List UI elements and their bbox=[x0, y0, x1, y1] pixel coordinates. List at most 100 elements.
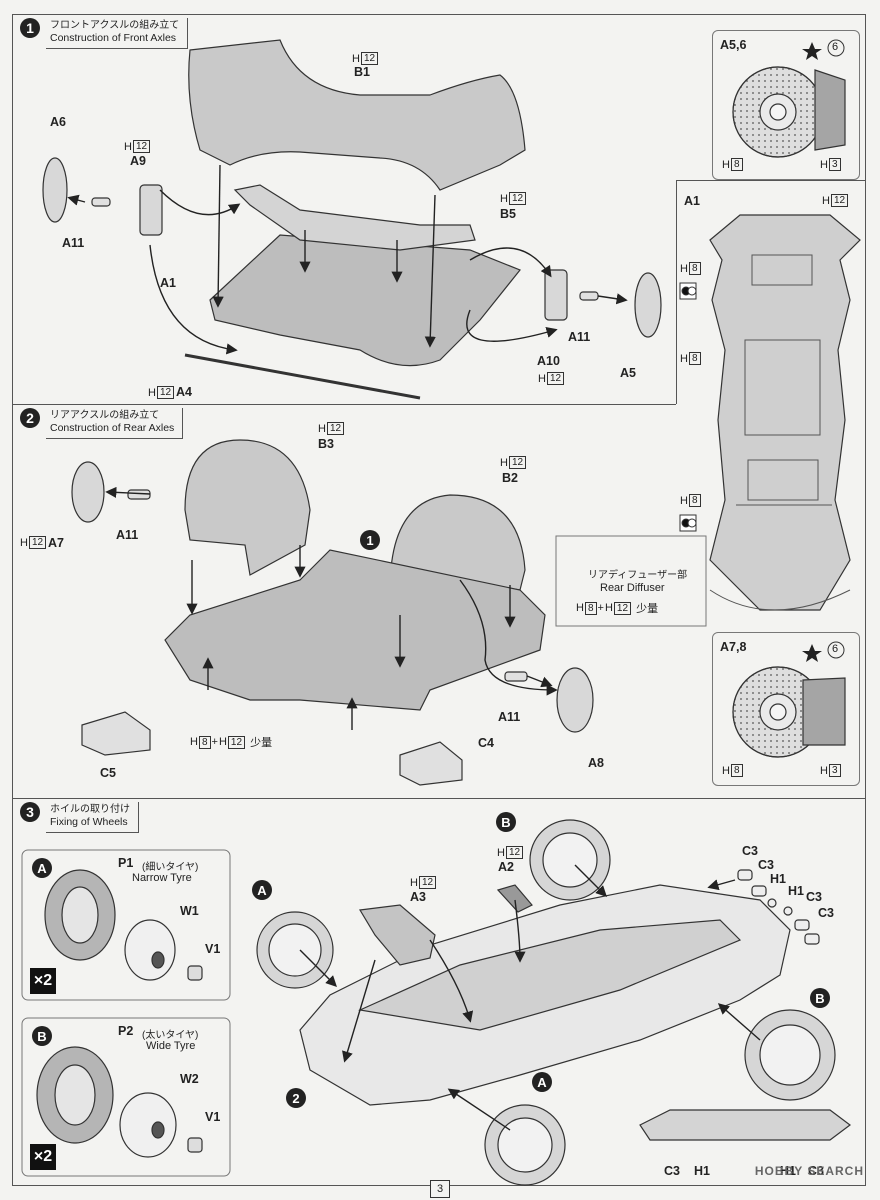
step-1-header: 1 フロントアクスルの組み立て Construction of Front Ax… bbox=[20, 18, 189, 49]
marker-b-rear-right: B bbox=[810, 988, 830, 1008]
a7-disc bbox=[71, 461, 105, 523]
label-a11-rear-left: A11 bbox=[116, 528, 139, 542]
h-letter: H bbox=[124, 140, 132, 153]
label-w1: W1 bbox=[180, 904, 199, 918]
rear-diffuser-part bbox=[639, 1109, 851, 1141]
h8-box: 8 bbox=[688, 352, 701, 365]
star6-a56: 6 bbox=[832, 41, 839, 53]
watermark: HOBBY SEARCH bbox=[754, 1164, 864, 1178]
narrow-tyre-jp: (細いタイヤ) bbox=[142, 862, 199, 873]
h-letter: H bbox=[500, 192, 508, 205]
marker-b-panel: B bbox=[32, 1026, 52, 1046]
plus-sign: + bbox=[597, 602, 604, 614]
h12-box: 12 bbox=[156, 386, 175, 399]
h-letter: H bbox=[410, 876, 418, 889]
marker-a-front-bottom: A bbox=[532, 1072, 552, 1092]
h-letter: H bbox=[822, 194, 830, 207]
b1-cover bbox=[188, 39, 526, 191]
label-w2: W2 bbox=[180, 1072, 199, 1086]
divider-step1-step2 bbox=[12, 404, 676, 405]
step-1-title: フロントアクスルの組み立て Construction of Front Axle… bbox=[46, 18, 189, 49]
label-a11-front-left: A11 bbox=[62, 236, 85, 250]
label-c3-bottom-left: C3 bbox=[664, 1164, 680, 1178]
inset-a78 bbox=[712, 632, 860, 786]
diffuser-label-en: Rear Diffuser bbox=[600, 582, 665, 594]
a10-upright bbox=[544, 269, 568, 321]
divider-step2-step3 bbox=[12, 798, 866, 799]
h-letter: H bbox=[318, 422, 326, 435]
narrow-tyre-en: Narrow Tyre bbox=[132, 872, 192, 884]
star-icon-a78 bbox=[802, 644, 822, 662]
small-amount-text: 少量 bbox=[250, 737, 273, 749]
diffuser-label-jp: リアディフューザー部 bbox=[588, 570, 688, 581]
step-2-title: リアアクスルの組み立て Construction of Rear Axles bbox=[46, 408, 184, 439]
a4-rod bbox=[184, 353, 421, 400]
label-b2: B2 bbox=[502, 471, 518, 485]
step-2-header: 2 リアアクスルの組み立て Construction of Rear Axles bbox=[20, 408, 184, 439]
c5-part bbox=[81, 711, 151, 756]
label-a10: A10 bbox=[537, 354, 560, 368]
label-h1-bottom-right: H1 bbox=[780, 1164, 796, 1178]
label-c3-1: C3 bbox=[742, 844, 758, 858]
label-h1-2: H1 bbox=[788, 884, 804, 898]
wheel-w1 bbox=[124, 919, 176, 981]
h12-box: 12 bbox=[418, 876, 437, 889]
inset-a56 bbox=[712, 30, 860, 180]
step-2-title-en: Construction of Rear Axles bbox=[50, 422, 175, 434]
a9-upright bbox=[139, 184, 163, 236]
a3-part bbox=[359, 904, 436, 966]
a1-front-chassis bbox=[209, 234, 521, 367]
a6-disc bbox=[42, 157, 68, 223]
label-a11-rear-right: A11 bbox=[498, 710, 521, 724]
marker-a-front-left: A bbox=[252, 880, 272, 900]
label-a11-front-right: A11 bbox=[568, 330, 591, 344]
label-c3-2: C3 bbox=[758, 858, 774, 872]
h-letter: H bbox=[538, 372, 546, 385]
label-a8: A8 bbox=[588, 756, 604, 770]
h8-box: 8 bbox=[584, 601, 597, 615]
inset-a78-title: A7,8 bbox=[720, 640, 747, 654]
h-letter: H bbox=[680, 494, 688, 507]
rear-chassis bbox=[164, 549, 546, 711]
h3-box: 3 bbox=[828, 158, 841, 171]
h12-box: 12 bbox=[326, 422, 345, 435]
label-v1-b: V1 bbox=[205, 1110, 221, 1124]
multiplier-x2-b: ×2 bbox=[30, 1144, 56, 1170]
step-3-header: 3 ホイルの取り付け Fixing of Wheels bbox=[20, 802, 139, 833]
label-a3: A3 bbox=[410, 890, 426, 904]
h-letter: H bbox=[20, 536, 28, 549]
h-letter: H bbox=[680, 262, 688, 275]
wide-tyre-jp: (太いタイヤ) bbox=[142, 1030, 199, 1041]
h8-box: 8 bbox=[688, 494, 701, 507]
label-b1: B1 bbox=[354, 65, 370, 79]
h12-box: 12 bbox=[546, 372, 565, 385]
star6-a78: 6 bbox=[832, 643, 839, 655]
label-h1-1: H1 bbox=[770, 872, 786, 886]
label-c5: C5 bbox=[100, 766, 116, 780]
step-3-title: ホイルの取り付け Fixing of Wheels bbox=[46, 802, 139, 833]
step-1-title-jp: フロントアクスルの組み立て bbox=[50, 20, 180, 31]
label-a7: A7 bbox=[48, 536, 64, 550]
h-letter: H bbox=[820, 158, 828, 171]
step-3-title-jp: ホイルの取り付け bbox=[50, 804, 130, 815]
step-3-number: 3 bbox=[20, 802, 40, 822]
h8-box: 8 bbox=[198, 735, 211, 749]
star-icon-a56 bbox=[802, 42, 822, 60]
page-number: 3 bbox=[430, 1180, 450, 1198]
a8-disc bbox=[556, 667, 594, 733]
h12-box: 12 bbox=[132, 140, 151, 153]
h-letter: H bbox=[604, 602, 613, 614]
